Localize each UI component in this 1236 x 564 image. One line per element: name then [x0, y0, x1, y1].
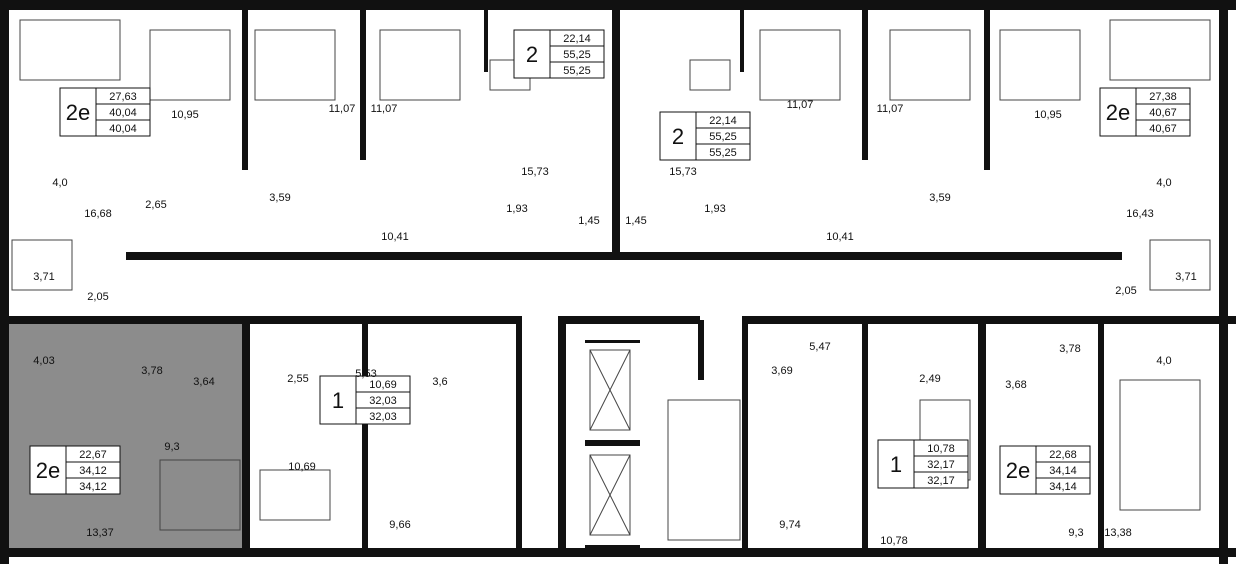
room-area-label: 15,73 — [521, 166, 549, 178]
room-area-label: 3,59 — [929, 192, 950, 204]
apartment-type: 1 — [890, 452, 902, 477]
room-area-label: 9,74 — [779, 519, 800, 531]
room-area-labels: 10,95 11,07 11,07 11,07 11,07 10,95 4,0 16,68 2,… — [33, 99, 1196, 547]
room-area-label: 13,37 — [86, 527, 114, 539]
room-area-label: 11,07 — [877, 103, 904, 115]
apartment-caption: 2 22,14 55,25 55,25 — [659, 111, 751, 161]
room-area-label: 5,53 — [355, 368, 376, 380]
highlighted-apartment-fill — [8, 320, 248, 550]
room-area-label: 11,07 — [371, 103, 398, 115]
apartment-area-value: 55,25 — [563, 65, 591, 77]
room-area-label: 10,78 — [880, 535, 908, 547]
apartment-area-value: 40,67 — [1149, 123, 1177, 135]
apartment-caption: 2е 22,68 34,14 34,14 — [999, 445, 1091, 495]
room-area-label: 4,0 — [1156, 177, 1171, 189]
room-area-label: 2,05 — [87, 291, 108, 303]
apartment-type: 2е — [66, 100, 90, 125]
apartment-area-value: 40,04 — [109, 107, 137, 119]
apartment-area-value: 34,14 — [1049, 481, 1077, 493]
apartment-area-value: 32,03 — [369, 395, 397, 407]
room-area-label: 1,93 — [506, 203, 527, 215]
apartment-area-value: 55,25 — [709, 131, 737, 143]
apartment-area-value: 40,67 — [1149, 107, 1177, 119]
room-area-label: 10,95 — [1034, 109, 1062, 121]
apartment-area-value: 22,67 — [79, 449, 107, 461]
apartment-type: 2е — [36, 458, 60, 483]
room-area-label: 11,07 — [329, 103, 356, 115]
apartment-area-value: 55,25 — [563, 49, 591, 61]
room-area-label: 13,38 — [1104, 527, 1132, 539]
apartment-area-value: 10,69 — [369, 379, 397, 391]
room-area-label: 3,59 — [269, 192, 290, 204]
apartment-area-value: 27,38 — [1149, 91, 1177, 103]
room-area-label: 11,07 — [787, 99, 814, 111]
room-area-label: 4,0 — [52, 177, 67, 189]
room-area-label: 4,0 — [1156, 355, 1171, 367]
room-area-label: 1,45 — [625, 215, 646, 227]
room-area-label: 3,68 — [1005, 379, 1026, 391]
apartment-area-value: 34,12 — [79, 481, 107, 493]
room-area-label: 9,3 — [1068, 527, 1083, 539]
apartment-caption: 1 10,78 32,17 32,17 — [877, 439, 969, 489]
room-area-label: 3,78 — [141, 365, 162, 377]
room-area-label: 1,93 — [704, 203, 725, 215]
room-area-label: 9,3 — [164, 441, 179, 453]
room-area-label: 16,43 — [1126, 208, 1154, 220]
room-area-label: 10,41 — [381, 231, 409, 243]
apartment-type: 2е — [1006, 458, 1030, 483]
apartment-area-value: 22,14 — [563, 33, 591, 45]
apartment-area-value: 27,63 — [109, 91, 137, 103]
apartment-area-value: 32,03 — [369, 411, 397, 423]
apartment-type: 1 — [332, 388, 344, 413]
apartment-area-value: 22,14 — [709, 115, 737, 127]
room-area-label: 3,6 — [432, 376, 447, 388]
apartment-area-value: 40,04 — [109, 123, 137, 135]
room-area-label: 2,05 — [1115, 285, 1136, 297]
apartment-captions: 2е 27,63 40,04 40,04 2 22,14 55,25 55,25 2 22,14 5… — [29, 29, 1191, 495]
room-area-label: 4,03 — [33, 355, 54, 367]
room-area-label: 10,41 — [826, 231, 854, 243]
apartment-caption: 2е 27,38 40,67 40,67 — [1099, 87, 1191, 137]
apartment-area-value: 32,17 — [927, 459, 955, 471]
room-area-label: 3,64 — [193, 376, 214, 388]
apartment-type: 2 — [672, 124, 684, 149]
room-area-label: 2,55 — [287, 373, 308, 385]
room-area-label: 10,95 — [171, 109, 199, 121]
room-area-label: 3,78 — [1059, 343, 1080, 355]
apartment-caption: 2 22,14 55,25 55,25 — [513, 29, 605, 79]
room-area-label: 16,68 — [84, 208, 112, 220]
room-area-label: 15,73 — [669, 166, 697, 178]
room-area-label: 10,69 — [288, 461, 316, 473]
apartment-area-value: 32,17 — [927, 475, 955, 487]
room-area-label: 3,71 — [1175, 271, 1196, 283]
room-area-label: 5,47 — [809, 341, 830, 353]
apartment-area-value: 10,78 — [927, 443, 955, 455]
apartment-caption: 1 10,69 32,03 32,03 — [319, 375, 411, 425]
apartment-area-value: 34,14 — [1049, 465, 1077, 477]
room-area-label: 2,49 — [919, 373, 940, 385]
room-area-label: 3,69 — [771, 365, 792, 377]
room-area-label: 3,71 — [33, 271, 54, 283]
apartment-type: 2е — [1106, 100, 1130, 125]
room-area-label: 2,65 — [145, 199, 166, 211]
room-area-label: 9,66 — [389, 519, 410, 531]
apartment-caption: 2е 27,63 40,04 40,04 — [59, 87, 151, 137]
apartment-type: 2 — [526, 42, 538, 67]
room-area-label: 1,45 — [578, 215, 599, 227]
apartment-area-value: 22,68 — [1049, 449, 1077, 461]
apartment-area-value: 34,12 — [79, 465, 107, 477]
apartment-caption: 2е 22,67 34,12 34,12 — [29, 445, 121, 495]
apartment-area-value: 55,25 — [709, 147, 737, 159]
